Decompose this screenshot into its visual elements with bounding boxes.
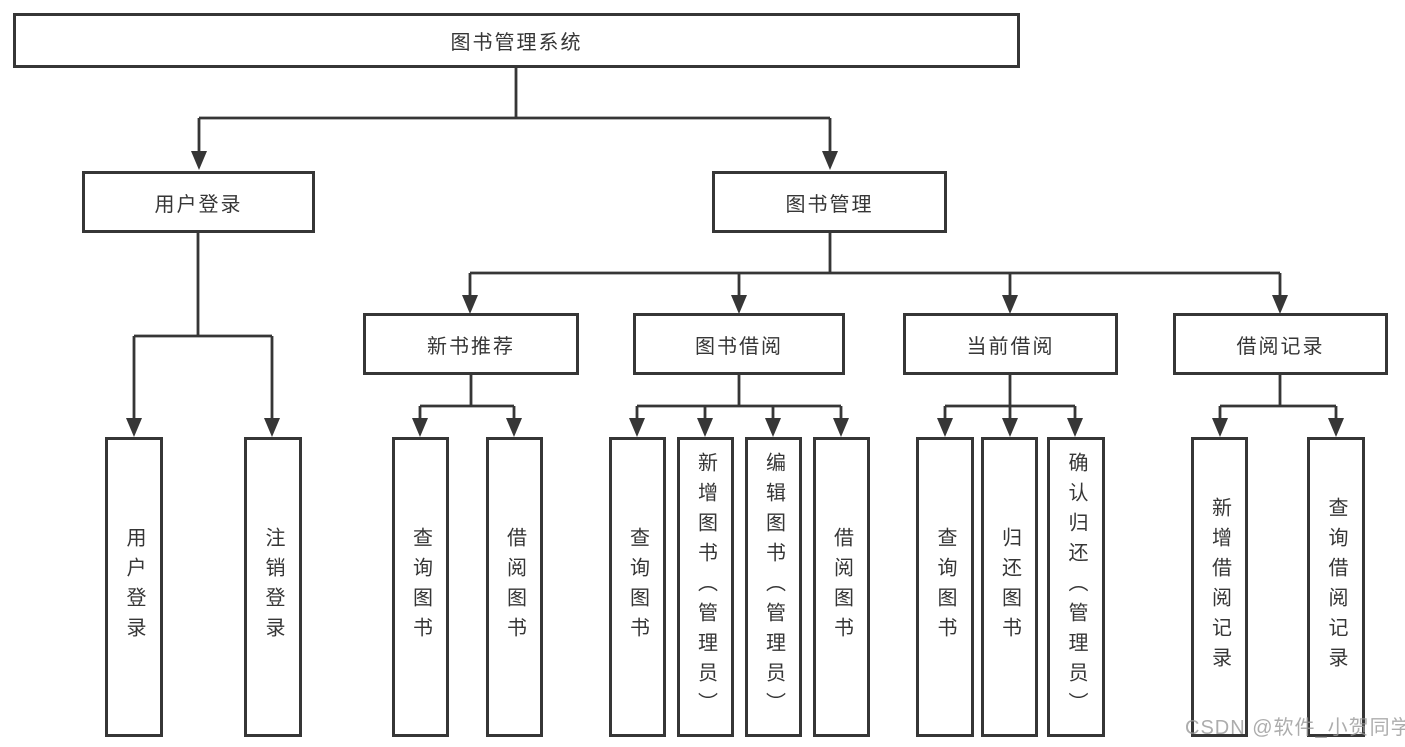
arrowhead [506, 418, 522, 437]
connector-stems [132, 68, 1338, 419]
node-user-login: 用户登录 [82, 171, 315, 233]
leaf-rcd-query-label: 查询借阅记录 [1325, 497, 1347, 677]
leaf-bor-query-label: 查询图书 [626, 527, 649, 647]
arrowheads [126, 151, 1344, 437]
leaf-logout-label: 注销登录 [262, 527, 284, 647]
leaf-bor-add: 新增图书（管理员） [677, 437, 734, 737]
leaf-bor-add-label: 新增图书（管理员） [694, 452, 717, 722]
leaf-bor-edit-label: 编辑图书（管理员） [762, 452, 785, 722]
node-user-login-label: 用户登录 [154, 193, 243, 216]
leaf-bor-edit: 编辑图书（管理员） [745, 437, 802, 737]
leaf-rcd-add-label: 新增借阅记录 [1208, 497, 1231, 677]
node-root: 图书管理系统 [13, 13, 1020, 68]
leaf-logout: 注销登录 [244, 437, 302, 737]
leaf-rec-borrow-label: 借阅图书 [503, 527, 526, 647]
leaf-rec-borrow: 借阅图书 [486, 437, 543, 737]
arrowhead [126, 418, 142, 437]
arrowhead [629, 418, 645, 437]
node-book-borrow: 图书借阅 [633, 313, 845, 375]
arrowhead [937, 418, 953, 437]
arrowhead [412, 418, 428, 437]
node-root-label: 图书管理系统 [450, 32, 583, 54]
node-new-book-rec-label: 新书推荐 [427, 335, 515, 358]
leaf-cur-query: 查询图书 [916, 437, 974, 737]
arrowhead [731, 295, 747, 314]
leaf-cur-return-label: 归还图书 [998, 527, 1021, 647]
node-book-mgmt: 图书管理 [712, 171, 947, 233]
leaf-rcd-query: 查询借阅记录 [1307, 437, 1365, 737]
connector-book-borrow [635, 375, 843, 419]
leaf-rcd-add: 新增借阅记录 [1191, 437, 1248, 737]
connector-current-borrow [943, 375, 1077, 419]
node-book-mgmt-label: 图书管理 [785, 193, 874, 216]
arrowhead [1272, 295, 1288, 314]
node-borrow-record-label: 借阅记录 [1236, 335, 1325, 358]
arrowhead [833, 418, 849, 437]
arrowhead [264, 418, 280, 437]
node-new-book-rec: 新书推荐 [363, 313, 579, 375]
arrowhead [1002, 418, 1018, 437]
connector-borrow-record [1218, 375, 1338, 419]
node-book-borrow-label: 图书借阅 [695, 335, 783, 358]
arrowhead [697, 418, 713, 437]
connector-user-login [132, 233, 274, 419]
arrowhead [1212, 418, 1228, 437]
leaf-rec-query-label: 查询图书 [409, 527, 432, 647]
arrowhead [1067, 418, 1083, 437]
node-current-borrow: 当前借阅 [903, 313, 1118, 375]
connector-root [197, 68, 832, 152]
arrowhead [1328, 418, 1344, 437]
leaf-cur-confirm-label: 确认归还（管理员） [1065, 452, 1087, 722]
leaf-rec-query: 查询图书 [392, 437, 449, 737]
arrowhead [462, 295, 478, 314]
arrowhead [191, 151, 207, 170]
leaf-bor-borrow: 借阅图书 [813, 437, 870, 737]
connector-new-book-rec [418, 375, 516, 419]
leaf-cur-confirm: 确认归还（管理员） [1047, 437, 1105, 737]
leaf-cur-query-label: 查询图书 [934, 527, 956, 647]
leaf-login: 用户登录 [105, 437, 163, 737]
leaf-bor-query: 查询图书 [609, 437, 666, 737]
node-borrow-record: 借阅记录 [1173, 313, 1388, 375]
arrowhead [1002, 295, 1018, 314]
leaf-cur-return: 归还图书 [981, 437, 1038, 737]
connector-book-mgmt [468, 233, 1282, 296]
arrowhead [765, 418, 781, 437]
watermark: CSDN @软件_小贺同学 [1185, 717, 1405, 739]
leaf-login-label: 用户登录 [123, 527, 145, 647]
arrowhead [822, 151, 838, 170]
node-current-borrow-label: 当前借阅 [966, 335, 1055, 358]
leaf-bor-borrow-label: 借阅图书 [830, 527, 853, 647]
